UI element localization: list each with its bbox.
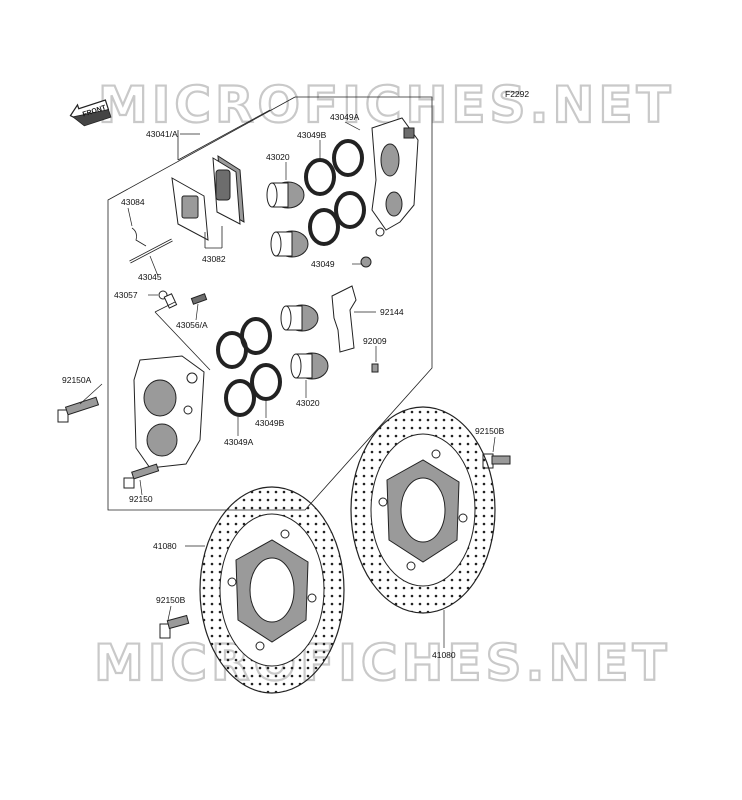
piston-top-2 bbox=[270, 230, 309, 258]
front-arrow-icon: FRONT bbox=[69, 99, 112, 127]
brake-pad-front bbox=[212, 155, 245, 225]
label-43049a-bottom: 43049A bbox=[224, 437, 254, 447]
label-43082: 43082 bbox=[202, 254, 226, 264]
watermark-top: MICROFICHES.NET bbox=[98, 76, 675, 134]
piston-top-1 bbox=[266, 181, 305, 209]
piston-bottom-2 bbox=[290, 352, 329, 380]
piston-bottom-1 bbox=[280, 304, 319, 332]
brake-pad-rear bbox=[171, 177, 209, 241]
seal-43049a-top bbox=[332, 139, 366, 229]
label-92150a: 92150A bbox=[62, 375, 92, 385]
seal-43049b-bottom bbox=[240, 317, 282, 401]
bleeder-screw bbox=[190, 293, 208, 305]
caliper-body-inner bbox=[133, 355, 205, 469]
label-43049b-top: 43049B bbox=[297, 130, 327, 140]
label-92150b-left: 92150B bbox=[156, 595, 186, 605]
label-92150b-right: 92150B bbox=[475, 426, 505, 436]
label-43020-bottom: 43020 bbox=[296, 398, 320, 408]
label-43049: 43049 bbox=[311, 259, 335, 269]
label-43056a: 43056/A bbox=[176, 320, 208, 330]
label-43057: 43057 bbox=[114, 290, 138, 300]
caliper-mount-bolt-92150a bbox=[57, 396, 100, 423]
label-43049a-top: 43049A bbox=[330, 112, 360, 122]
label-92150: 92150 bbox=[129, 494, 153, 504]
pad-spring-bracket bbox=[331, 285, 357, 353]
label-92144: 92144 bbox=[380, 307, 404, 317]
label-43084: 43084 bbox=[121, 197, 145, 207]
pin-clip bbox=[131, 227, 147, 247]
label-41080-right: 41080 bbox=[432, 650, 456, 660]
label-43041a: 43041/A bbox=[146, 129, 178, 139]
bracket-screw bbox=[371, 363, 379, 373]
label-43045: 43045 bbox=[138, 272, 162, 282]
bleeder-valve bbox=[158, 290, 178, 309]
disc-bolt-left bbox=[159, 614, 190, 639]
label-43049b-bottom: 43049B bbox=[255, 418, 285, 428]
caliper-bolt-92150 bbox=[123, 463, 160, 489]
bleeder-cap bbox=[360, 256, 372, 268]
watermark-bottom: MICROFICHES.NET bbox=[94, 634, 671, 692]
label-92009: 92009 bbox=[363, 336, 387, 346]
brake-disc-right bbox=[350, 406, 496, 614]
seal-43049b-top bbox=[304, 158, 340, 246]
figure-code: F2292 bbox=[505, 89, 529, 99]
seal-43049a-bottom bbox=[216, 331, 256, 417]
label-41080-left: 41080 bbox=[153, 541, 177, 551]
brake-disc-left bbox=[199, 486, 345, 694]
label-43020-top: 43020 bbox=[266, 152, 290, 162]
caliper-body-outer bbox=[371, 117, 419, 237]
leader-lines bbox=[79, 121, 496, 648]
